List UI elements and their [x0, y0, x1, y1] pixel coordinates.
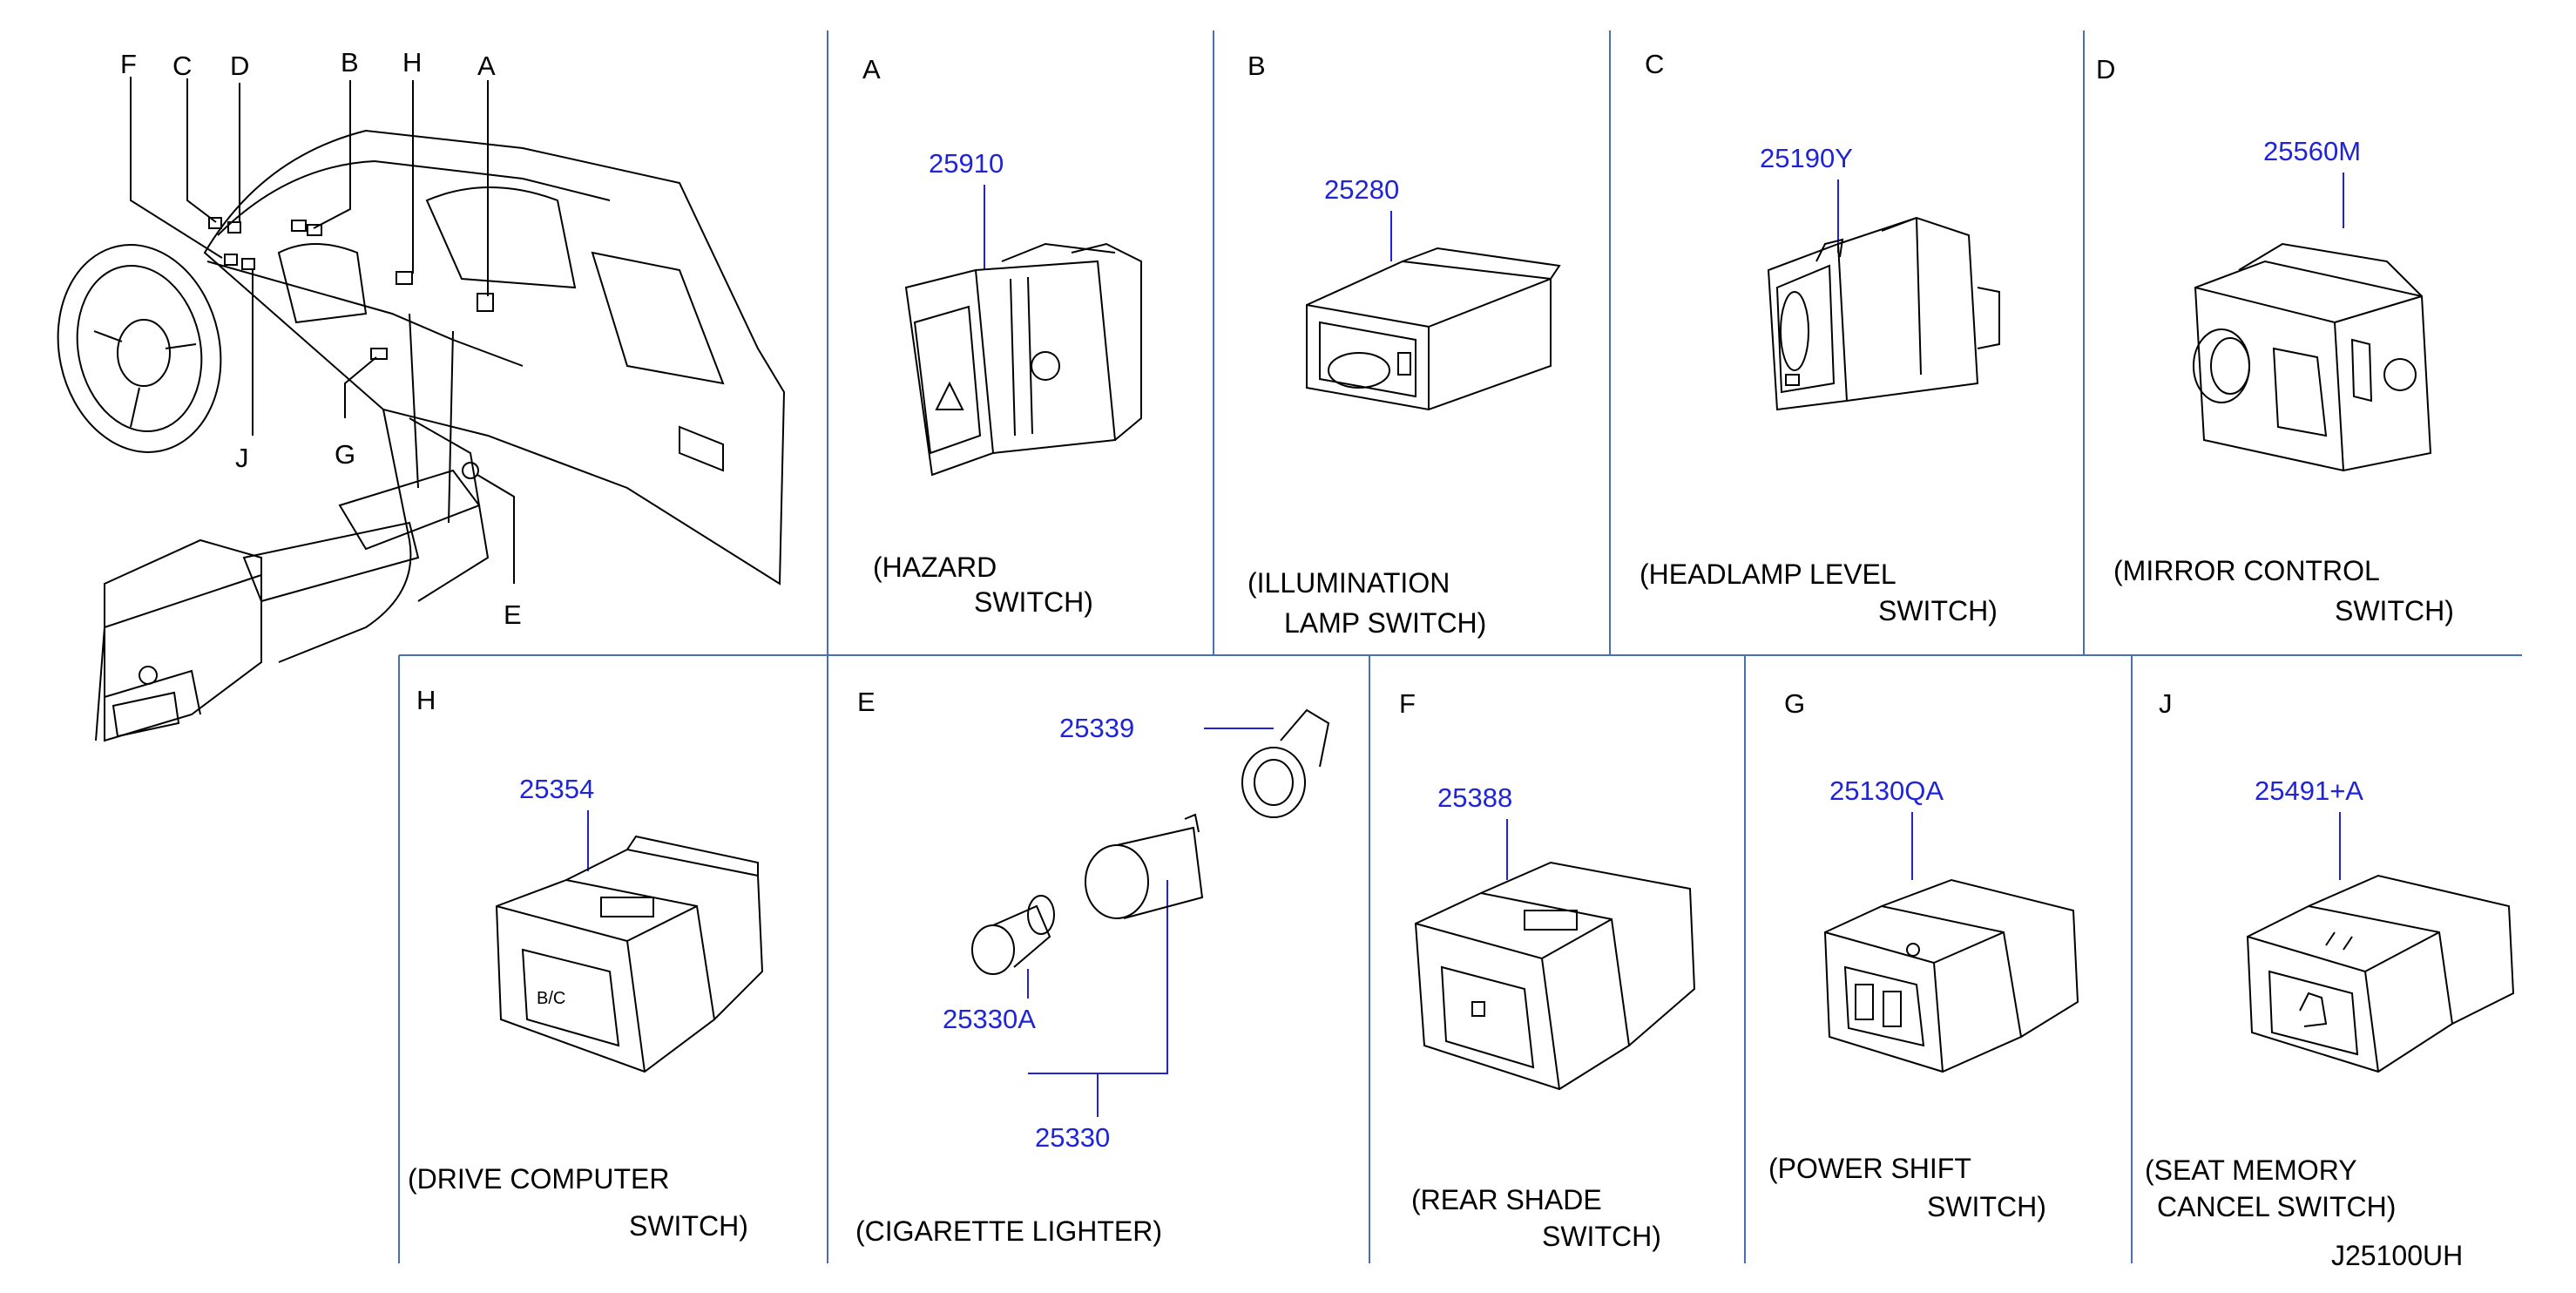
caption-line-1: (DRIVE COMPUTER	[408, 1163, 669, 1195]
caption-line-1: (POWER SHIFT	[1768, 1153, 1971, 1184]
callout-j: J	[235, 443, 249, 473]
part-number: 25560M	[2263, 136, 2361, 166]
part-number-plug: 25330A	[943, 1004, 1036, 1034]
caption-line-2: SWITCH)	[1878, 595, 1998, 626]
caption-line-2: CANCEL SWITCH)	[2157, 1191, 2396, 1222]
caption-line-2: SWITCH)	[1542, 1221, 1661, 1252]
panel-letter: B	[1247, 51, 1266, 81]
part-number-socket-cover: 25339	[1059, 713, 1134, 743]
panel-mirror-control-switch: D 25560M (MIRROR CONTROL SWITCH)	[2096, 54, 2454, 626]
panel-hazard-switch: A 25910 (HAZARD SWITCH)	[862, 54, 1142, 618]
panel-rear-shade-switch: F 25388 (REAR SHADE SWITCH)	[1399, 688, 1696, 1252]
panel-letter: A	[862, 54, 881, 85]
panel-letter: G	[1784, 688, 1805, 719]
part-number: 25280	[1324, 174, 1399, 205]
part-number: 25910	[929, 148, 1004, 179]
caption-line-1: (REAR SHADE	[1411, 1184, 1602, 1215]
callout-g: G	[335, 439, 355, 470]
caption-line-1: (SEAT MEMORY	[2145, 1154, 2357, 1186]
seat-memory-switch-icon	[2246, 874, 2515, 1073]
part-number-assembly: 25330	[1035, 1122, 1110, 1153]
panel-dividers	[398, 30, 2522, 1263]
headlamp-switch-icon	[1767, 216, 2000, 411]
caption-line-1: (HEADLAMP LEVEL	[1640, 558, 1897, 590]
caption-line-1: (HAZARD	[873, 552, 997, 583]
panel-letter: H	[416, 685, 436, 715]
illumination-switch-icon	[1306, 247, 1561, 411]
panel-seat-memory-cancel-switch: J 25491+A (SEAT MEMORY CANCEL SWITCH) J2…	[2145, 688, 2515, 1271]
callout-b: B	[341, 47, 359, 78]
callout-h: H	[402, 47, 422, 78]
caption-line-2: SWITCH)	[974, 586, 1093, 618]
part-number: 25491+A	[2255, 775, 2363, 806]
panel-drive-computer-switch: H 25354 B/C (DRIVE COMPUTER SWITCH)	[408, 685, 764, 1242]
panel-letter: F	[1399, 688, 1416, 719]
mirror-control-switch-icon	[2193, 242, 2432, 472]
drive-computer-switch-icon	[495, 835, 764, 1073]
panel-power-shift-switch: G 25130QA (POWER SHIFT SWITCH)	[1768, 688, 2079, 1222]
callout-c: C	[172, 51, 192, 81]
callout-e: E	[504, 599, 522, 630]
part-number: 25190Y	[1760, 143, 1853, 173]
lighter-parts-icon	[971, 708, 1330, 975]
callout-f: F	[120, 49, 137, 79]
panel-letter: E	[857, 687, 876, 717]
panel-headlamp-level-switch: C 25190Y (HEADLAMP LEVEL SWITCH)	[1640, 49, 2000, 626]
callout-a: A	[477, 51, 496, 81]
caption-line-2: SWITCH)	[629, 1210, 748, 1242]
caption-line-2: LAMP SWITCH)	[1284, 607, 1486, 639]
callout-d: D	[230, 51, 249, 81]
panel-letter: J	[2159, 688, 2173, 719]
caption-line-1: (ILLUMINATION	[1247, 567, 1450, 599]
overview-callouts: F C D B H A J G E	[120, 47, 522, 630]
rear-shade-switch-icon	[1414, 861, 1696, 1091]
caption-line-1: (CIGARETTE LIGHTER)	[855, 1215, 1162, 1247]
diagram-code: J25100UH	[2331, 1240, 2463, 1271]
caption-line-1: (MIRROR CONTROL	[2113, 555, 2380, 586]
panel-letter: D	[2096, 54, 2115, 85]
caption-line-2: SWITCH)	[2335, 595, 2454, 626]
part-number: 25130QA	[1829, 775, 1944, 806]
panel-cigarette-lighter: E 25339 25330A 25330 (CIGARETTE LIGHTER)	[855, 687, 1330, 1247]
hazard-switch-icon	[904, 242, 1142, 477]
dashboard-overview	[57, 77, 786, 742]
panel-letter: C	[1645, 49, 1664, 79]
steering-wheel-icon	[57, 244, 222, 453]
caption-line-2: SWITCH)	[1927, 1191, 2046, 1222]
part-number: 25354	[519, 774, 594, 804]
power-shift-switch-icon	[1823, 878, 2079, 1073]
bc-glyph: B/C	[537, 989, 565, 1008]
panel-illumination-lamp-switch: B 25280 (ILLUMINATION LAMP SWITCH)	[1247, 51, 1561, 639]
part-number: 25388	[1437, 782, 1512, 813]
